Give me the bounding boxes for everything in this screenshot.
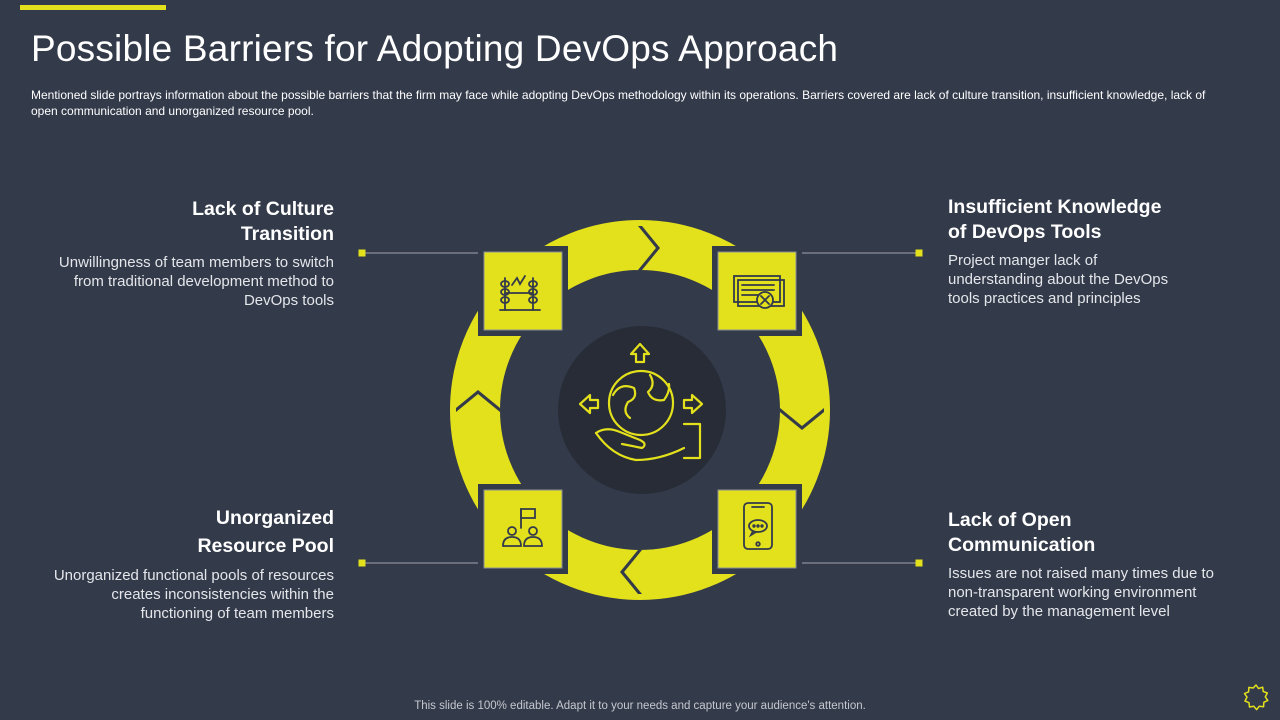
globe-hand-icon	[578, 342, 704, 462]
connector-end-dots	[358, 249, 923, 567]
team-flag-icon	[502, 508, 543, 547]
page-title: Possible Barriers for Adopting DevOps Ap…	[31, 28, 839, 69]
connector-lines	[362, 252, 919, 564]
barrier-culture: Lack of Culture Transition Unwillingness…	[44, 197, 334, 310]
barrier-knowledge: Insufficient Knowledge of DevOps Tools P…	[948, 195, 1248, 308]
document-error-icon	[733, 275, 785, 309]
icon-box-communication	[712, 484, 802, 574]
barrier-communication: Lack of Open Communication Issues are no…	[948, 508, 1248, 621]
abacus-icon	[499, 275, 541, 311]
barrier-culture-description: Unwillingness of team members to switch …	[58, 254, 334, 309]
icon-box-culture	[478, 246, 568, 336]
barrier-knowledge-title: Insufficient Knowledge of DevOps Tools	[948, 196, 1162, 243]
page-subtitle: Mentioned slide portrays information abo…	[31, 88, 1206, 118]
barrier-knowledge-description: Project manger lack of understanding abo…	[948, 252, 1169, 307]
gear-icon	[1243, 684, 1269, 711]
barrier-resource-description: Unorganized functional pools of resource…	[53, 567, 334, 622]
barrier-culture-title: Lack of Culture Transition	[192, 198, 334, 245]
icon-box-resource	[478, 484, 568, 574]
icon-box-knowledge	[712, 246, 802, 336]
barrier-resource-title: Unorganized Resource Pool	[197, 507, 334, 557]
barrier-resource: Unorganized Resource Pool Unorganized fu…	[44, 504, 334, 623]
center-circle	[558, 326, 726, 494]
mobile-chat-icon	[743, 502, 773, 550]
ring-notches	[456, 226, 824, 594]
footer-note: This slide is 100% editable. Adapt it to…	[414, 700, 866, 712]
barrier-communication-title: Lack of Open Communication	[948, 509, 1096, 556]
cycle-ring	[450, 220, 830, 600]
barrier-communication-description: Issues are not raised many times due to …	[948, 565, 1214, 620]
top-accent-bar	[20, 5, 166, 10]
